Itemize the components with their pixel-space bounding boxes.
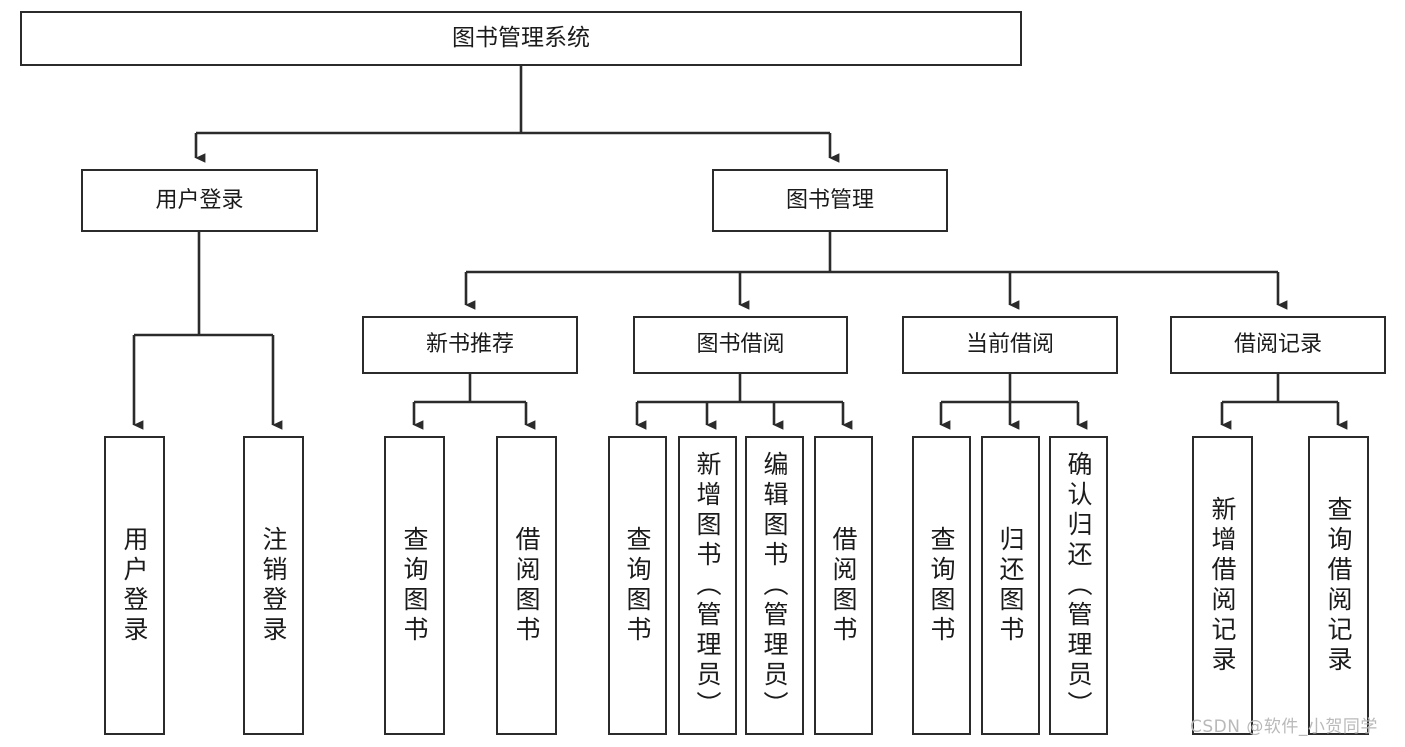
node-label: 新增借阅记录 [1208,495,1237,676]
node-label: 借阅图书 [829,525,858,646]
leaf-current-borrow-query[interactable]: 查询图书 [912,436,971,735]
node-label: 确认归还（管理员） [1064,450,1093,721]
node-label: 图书管理系统 [452,24,590,51]
node-label: 查询图书 [400,525,429,646]
node-label: 编辑图书（管理员） [760,450,789,721]
leaf-borrow-record-add[interactable]: 新增借阅记录 [1192,436,1253,735]
node-borrow-record[interactable]: 借阅记录 [1170,316,1386,374]
node-label: 新书推荐 [425,332,514,358]
node-user-login[interactable]: 用户登录 [81,169,318,232]
node-root-book-management-system[interactable]: 图书管理系统 [20,11,1022,66]
node-label: 查询借阅记录 [1324,495,1353,676]
node-book-borrow[interactable]: 图书借阅 [633,316,848,374]
leaf-book-borrow-edit[interactable]: 编辑图书（管理员） [745,436,804,735]
leaf-book-borrow-borrow[interactable]: 借阅图书 [814,436,873,735]
leaf-book-borrow-query[interactable]: 查询图书 [608,436,667,735]
node-label: 归还图书 [996,525,1025,646]
node-label: 当前借阅 [965,332,1054,358]
node-label: 图书借阅 [696,332,785,358]
node-label: 借阅图书 [512,525,541,646]
node-label: 注销登录 [259,525,288,646]
node-label: 新增图书（管理员） [693,450,722,721]
leaf-current-borrow-confirm-return[interactable]: 确认归还（管理员） [1049,436,1108,735]
node-new-book-recommend[interactable]: 新书推荐 [362,316,578,374]
leaf-borrow-record-query[interactable]: 查询借阅记录 [1308,436,1369,735]
node-label: 查询图书 [927,525,956,646]
node-label: 用户登录 [120,525,149,646]
leaf-new-book-borrow[interactable]: 借阅图书 [496,436,557,735]
leaf-book-borrow-add[interactable]: 新增图书（管理员） [678,436,737,735]
node-label: 借阅记录 [1233,332,1322,358]
leaf-new-book-query[interactable]: 查询图书 [384,436,445,735]
leaf-user-login-logout[interactable]: 注销登录 [243,436,304,735]
node-label: 图书管理 [785,187,874,213]
leaf-user-login-login[interactable]: 用户登录 [104,436,165,735]
node-label: 查询图书 [623,525,652,646]
node-book-management[interactable]: 图书管理 [712,169,948,232]
node-current-borrow[interactable]: 当前借阅 [902,316,1118,374]
leaf-current-borrow-return[interactable]: 归还图书 [981,436,1040,735]
node-label: 用户登录 [155,187,244,213]
